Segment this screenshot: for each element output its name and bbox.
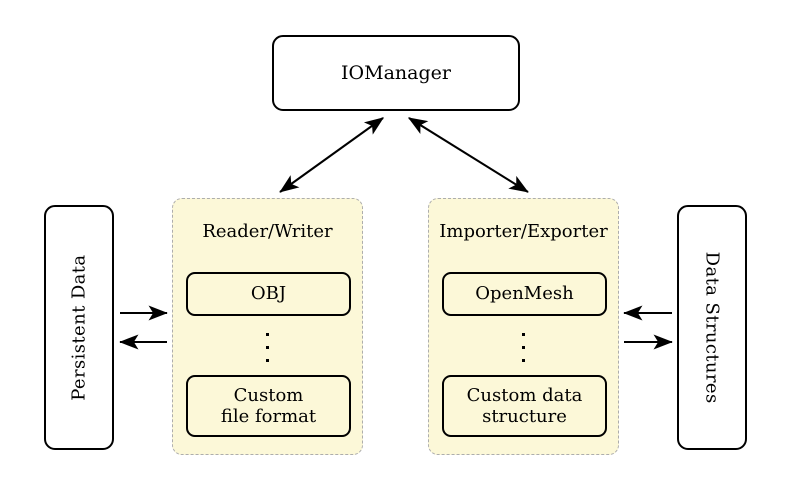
item-custom-file-format-line-2: file format: [220, 406, 317, 427]
arrow-manager-to-importer-exporter: [407, 117, 529, 193]
vertical-ellipsis-reader-writer: [266, 333, 269, 362]
vertical-ellipsis-importer-exporter: [522, 333, 525, 362]
persistent-data-label: Persistent Data: [68, 254, 90, 401]
item-openmesh-line-1: OpenMesh: [475, 283, 574, 305]
group-reader-writer-title: Reader/Writer: [202, 221, 333, 242]
item-custom-data-structure-line-2: structure: [482, 406, 567, 427]
item-custom-data-structure-line-1: Custom data: [466, 384, 583, 406]
data-structures-label: Data Structures: [701, 251, 723, 404]
item-custom-file-format-line-1: Custom: [233, 384, 304, 406]
item-obj-line-1: OBJ: [250, 283, 287, 305]
item-obj[interactable]: OBJ: [186, 272, 351, 316]
group-importer-exporter[interactable]: Importer/Exporter OpenMesh Custom data s…: [428, 198, 619, 455]
group-reader-writer[interactable]: Reader/Writer OBJ Custom file format: [172, 198, 363, 455]
iomanager-label: IOManager: [341, 61, 451, 84]
item-openmesh[interactable]: OpenMesh: [442, 272, 607, 316]
item-custom-file-format[interactable]: Custom file format: [186, 375, 351, 437]
item-custom-data-structure[interactable]: Custom data structure: [442, 375, 607, 437]
node-persistent-data[interactable]: Persistent Data: [44, 205, 114, 450]
node-data-structures[interactable]: Data Structures: [677, 205, 747, 450]
arrow-manager-to-reader-writer: [279, 117, 385, 193]
group-importer-exporter-title: Importer/Exporter: [439, 221, 608, 242]
node-iomanager[interactable]: IOManager: [272, 35, 520, 111]
